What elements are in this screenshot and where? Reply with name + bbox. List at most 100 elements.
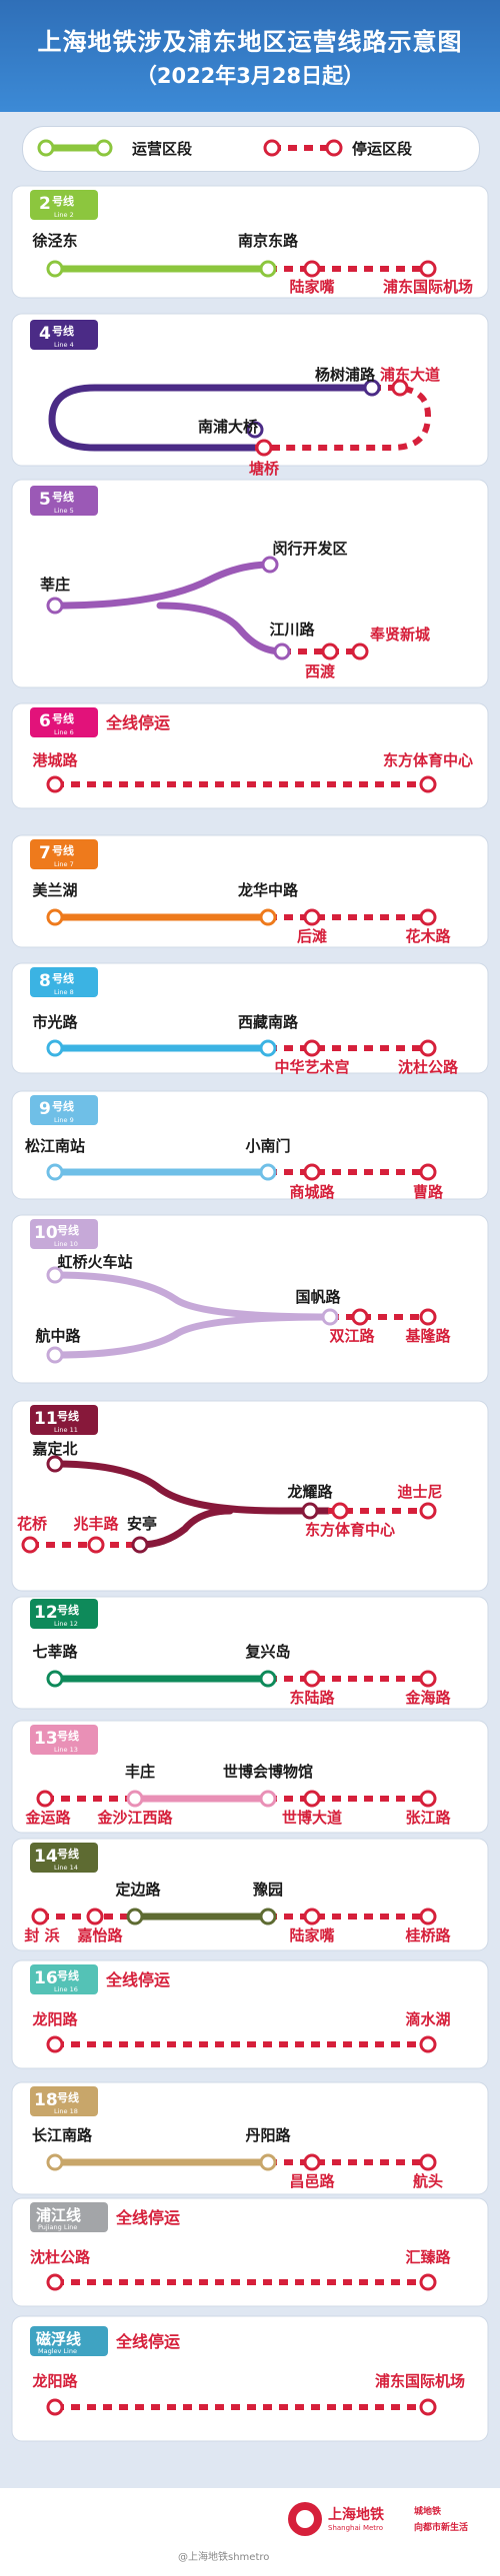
badge-suffix: 号线 — [52, 194, 74, 208]
badge-english: Line 7 — [54, 860, 74, 868]
station-label: 徐泾东 — [31, 232, 77, 250]
watermark: @上海地铁shmetro — [178, 2552, 270, 2563]
station-marker — [87, 1536, 105, 1554]
badge-number: 浦江线 — [36, 2206, 81, 2224]
station-label: 花桥 — [17, 1515, 48, 1533]
badge-english: Line 6 — [54, 728, 74, 736]
station-marker — [391, 379, 409, 397]
line-card — [11, 2081, 489, 2195]
line-card — [11, 479, 489, 688]
line-card — [11, 2197, 489, 2307]
badge-bg — [30, 1843, 98, 1873]
station-marker — [419, 1039, 437, 1057]
line-segment — [48, 384, 376, 452]
station-label: 沈杜公路 — [30, 2248, 91, 2266]
station-marker — [419, 1670, 437, 1688]
badge-english: Line 11 — [54, 1426, 78, 1434]
station-label: 中华艺术宫 — [274, 1058, 349, 1076]
station-label: 杨树浦路 — [315, 366, 376, 384]
station-marker — [259, 908, 277, 926]
station-marker — [419, 1163, 437, 1181]
station-label: 航头 — [413, 2172, 443, 2190]
badge-suffix: 号线 — [52, 490, 74, 504]
badge-suffix: 号线 — [57, 1409, 79, 1423]
badge-bg — [30, 2326, 108, 2356]
station-label: 迪士尼 — [397, 1483, 442, 1501]
station-label: 龙阳路 — [31, 2010, 78, 2028]
station-label: 航中路 — [35, 1327, 81, 1345]
station-marker — [86, 1908, 104, 1926]
badge-suffix: 号线 — [52, 843, 74, 857]
station-label: 陆家嘴 — [289, 1927, 334, 1944]
badge-suffix: 号线 — [57, 2090, 79, 2104]
line-segment — [156, 602, 286, 655]
station-marker — [419, 1502, 437, 1520]
station-marker — [419, 1908, 437, 1926]
station-marker — [419, 2273, 437, 2291]
station-label: 西渡 — [305, 662, 336, 680]
station-label: 浦东国际机场 — [383, 278, 473, 296]
legend-station-icon — [37, 139, 55, 157]
station-marker — [246, 421, 264, 439]
station-label: 嘉定北 — [31, 1440, 77, 1458]
station-marker — [259, 1163, 277, 1181]
station-label: 桂桥路 — [404, 1927, 451, 1944]
station-marker — [419, 908, 437, 926]
station-label: 兆丰路 — [73, 1515, 119, 1533]
badge-bg — [30, 839, 98, 869]
station-marker — [46, 2398, 64, 2416]
badge-number: 8 — [39, 971, 51, 991]
station-label: 豫园 — [253, 1881, 283, 1899]
station-label: 东方体育中心 — [305, 1521, 395, 1539]
station-label: 闵行开发区 — [272, 540, 347, 558]
station-label: 嘉怡路 — [76, 1927, 123, 1944]
badge-suffix: 号线 — [52, 1099, 74, 1113]
station-marker — [46, 1346, 64, 1364]
badge-number: 2 — [39, 194, 51, 214]
station-label: 世博会博物馆 — [223, 1763, 313, 1781]
badge-english: Line 16 — [54, 1985, 78, 1993]
station-marker — [46, 1455, 64, 1473]
station-marker — [46, 1266, 64, 1284]
badge-bg — [30, 1964, 98, 1994]
badge-bg — [30, 1725, 98, 1755]
header-banner: 上海地铁涉及浦东地区运营线路示意图 （2022年3月28日起） — [0, 0, 500, 112]
page-subtitle: （2022年3月28日起） — [135, 64, 365, 88]
station-marker — [303, 1908, 321, 1926]
station-label: 市光路 — [32, 1013, 78, 1031]
station-label: 金海路 — [404, 1689, 451, 1707]
station-label: 滴水湖 — [405, 2010, 450, 2028]
badge-suffix: 号线 — [52, 324, 74, 338]
station-label: 双江路 — [329, 1327, 375, 1345]
footer: @上海地铁shmetro 上海地铁 Shanghai Metro 城地铁 向都市… — [0, 2488, 500, 2576]
station-label: 汇臻路 — [405, 2248, 451, 2266]
station-marker — [46, 2153, 64, 2171]
station-label: 基隆路 — [404, 1327, 451, 1345]
badge-english: Line 8 — [54, 988, 74, 996]
station-label: 复兴岛 — [244, 1643, 290, 1661]
station-marker — [351, 1308, 369, 1326]
station-marker — [46, 775, 64, 793]
page-title: 上海地铁涉及浦东地区运营线路示意图 — [37, 28, 463, 56]
badge-number: 14 — [34, 1847, 58, 1867]
station-marker — [303, 2153, 321, 2171]
station-label: 花木路 — [405, 927, 451, 945]
badge-english: Line 5 — [54, 507, 74, 515]
line-card — [11, 1214, 489, 1384]
badge-bg — [30, 190, 98, 220]
station-label: 南浦大桥 — [198, 418, 259, 436]
badge-english: Line 18 — [54, 2107, 78, 2115]
line-card — [11, 2315, 489, 2442]
station-marker — [419, 1790, 437, 1808]
line-segment — [51, 561, 274, 610]
badge-number: 4 — [39, 324, 51, 344]
